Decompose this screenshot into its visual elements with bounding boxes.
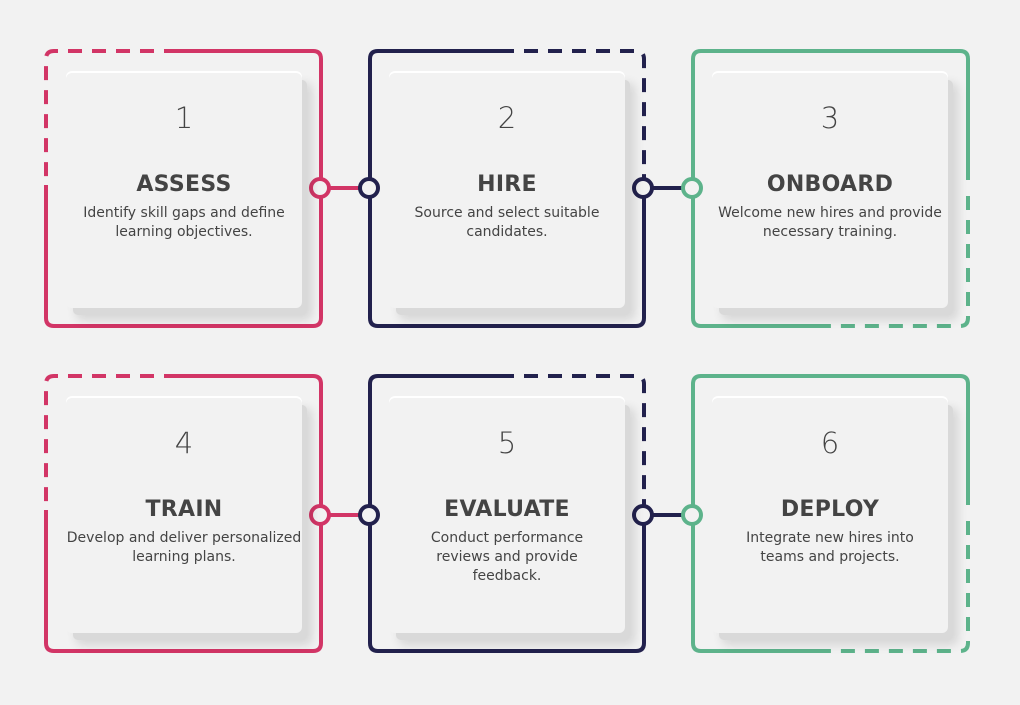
node-circle xyxy=(309,504,331,526)
step-number: 1 xyxy=(174,101,194,135)
node-circle xyxy=(681,504,703,526)
step-description: Identify skill gaps and define learning … xyxy=(83,205,285,240)
step-number: 6 xyxy=(820,426,840,460)
node-circle xyxy=(632,177,654,199)
step-title: HIRE xyxy=(477,172,537,197)
step-description: Welcome new hires and provide necessary … xyxy=(718,205,942,240)
step-description: Integrate new hires into teams and proje… xyxy=(746,530,914,565)
step-description: Source and select suitable candidates. xyxy=(414,205,600,240)
step-card-5: 5 EVALUATE Conduct performance reviews a… xyxy=(389,396,625,633)
step-description: Develop and deliver personalized learnin… xyxy=(66,530,302,565)
step-number: 5 xyxy=(497,426,517,460)
step-title: EVALUATE xyxy=(444,497,570,522)
node-circle xyxy=(358,177,380,199)
node-circle xyxy=(681,177,703,199)
frame-3-dashed xyxy=(830,196,970,328)
frame-1-solid xyxy=(44,49,323,328)
step-title: DEPLOY xyxy=(780,497,880,522)
frame-5-dashed xyxy=(500,374,646,510)
frame-2-solid xyxy=(368,49,646,328)
frame-4-dashed xyxy=(44,374,178,510)
frame-5-solid xyxy=(368,374,646,653)
step-description: Conduct performance reviews and provide … xyxy=(430,530,584,584)
step-card-4: 4 TRAIN Develop and deliver personalized… xyxy=(66,396,302,633)
node-circle xyxy=(632,504,654,526)
step-title: ONBOARD xyxy=(766,172,894,197)
step-card-1: 1 ASSESS Identify skill gaps and define … xyxy=(66,71,302,308)
frames-row-1 xyxy=(44,49,970,328)
step-number: 3 xyxy=(820,101,840,135)
step-number: 4 xyxy=(174,426,194,460)
node-circle xyxy=(309,177,331,199)
frame-6-solid xyxy=(691,374,970,653)
step-title: TRAIN xyxy=(145,497,223,522)
frame-6-dashed xyxy=(830,521,970,653)
node-circle xyxy=(358,504,380,526)
frames-row-2 xyxy=(44,374,970,653)
frame-3-solid xyxy=(691,49,970,328)
step-card-6: 6 DEPLOY Integrate new hires into teams … xyxy=(712,396,948,633)
frame-1-dashed xyxy=(44,49,178,185)
step-number: 2 xyxy=(497,101,517,135)
frame-2-dashed xyxy=(500,49,646,185)
frame-4-solid xyxy=(44,374,323,653)
step-title: ASSESS xyxy=(136,172,232,197)
step-card-3: 3 ONBOARD Welcome new hires and provide … xyxy=(712,71,948,308)
step-card-2: 2 HIRE Source and select suitable candid… xyxy=(389,71,625,308)
